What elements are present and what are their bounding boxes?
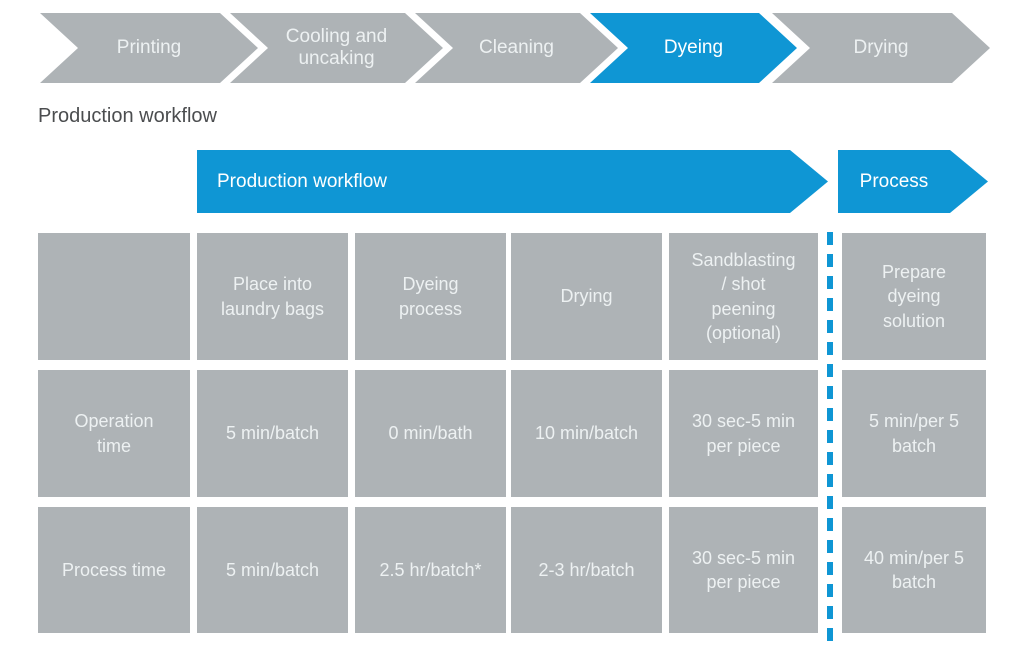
workflow-step-printing: Printing bbox=[40, 13, 258, 83]
table-cell-operation-drying: 10 min/batch bbox=[511, 370, 662, 497]
section-heading: Production workflow bbox=[38, 105, 217, 127]
workflow-step-cooling-and-uncaking: Cooling and uncaking bbox=[230, 13, 443, 83]
table-cell-operation-dyeing-process: 0 min/bath bbox=[355, 370, 506, 497]
table-cell-operation-sandblasting: 30 sec-5 min per piece bbox=[669, 370, 818, 497]
table-col-header-prepare-dyeing-solution: Prepare dyeing solution bbox=[842, 233, 986, 360]
table-row-header-process-time: Process time bbox=[38, 507, 190, 633]
table-cell-process-sandblasting: 30 sec-5 min per piece bbox=[669, 507, 818, 633]
table-col-header-place-into-laundry-bags: Place into laundry bags bbox=[197, 233, 348, 360]
table-cell-operation-place-into-laundry-bags: 5 min/batch bbox=[197, 370, 348, 497]
process-arrow-banner: Process bbox=[838, 150, 988, 213]
table-cell-operation-prepare-dyeing-solution: 5 min/per 5 batch bbox=[842, 370, 986, 497]
table-cell-corner bbox=[38, 233, 190, 360]
table-col-header-sandblasting: Sandblasting / shot peening (optional) bbox=[669, 233, 818, 360]
table-cell-process-dyeing-process: 2.5 hr/batch* bbox=[355, 507, 506, 633]
table-cell-process-place-into-laundry-bags: 5 min/batch bbox=[197, 507, 348, 633]
table-cell-process-prepare-dyeing-solution: 40 min/per 5 batch bbox=[842, 507, 986, 633]
table-col-header-drying: Drying bbox=[511, 233, 662, 360]
workflow-step-dyeing: Dyeing bbox=[590, 13, 797, 83]
table-row-header-operation-time: Operation time bbox=[38, 370, 190, 497]
table-cell-process-drying: 2-3 hr/batch bbox=[511, 507, 662, 633]
workflow-step-drying: Drying bbox=[772, 13, 990, 83]
table-col-header-dyeing-process: Dyeing process bbox=[355, 233, 506, 360]
workflow-step-cleaning: Cleaning bbox=[415, 13, 618, 83]
production-workflow-arrow-banner: Production workflow bbox=[197, 150, 828, 213]
process-divider-dashed-line bbox=[827, 232, 833, 643]
